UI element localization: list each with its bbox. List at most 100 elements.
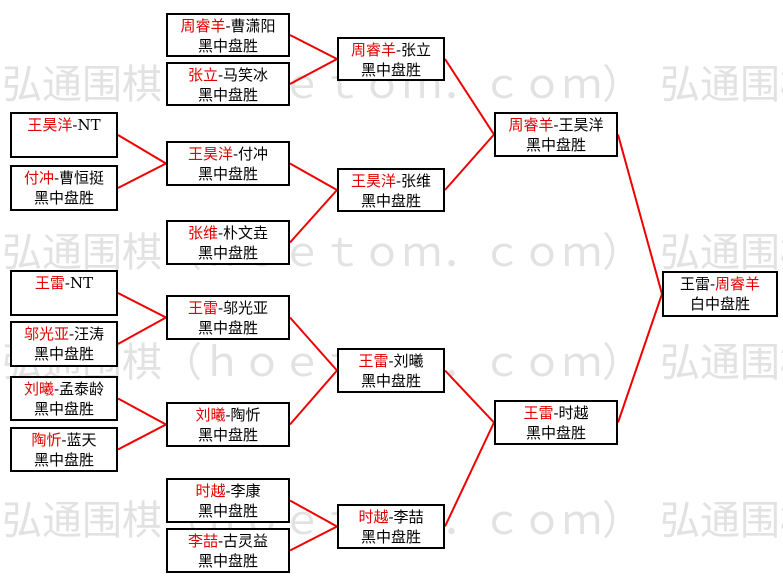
- match-box-a6: 陶忻-蓝天黑中盘胜: [10, 427, 118, 472]
- winner-name: 邬光亚: [23, 325, 69, 343]
- winner-name: 王昊洋: [350, 172, 396, 190]
- winner-name: 王昊洋: [27, 116, 73, 134]
- winner-name: 王雷: [358, 352, 389, 370]
- connector-line: [289, 58, 338, 85]
- match-box-e1: 王雷-周睿羊白中盘胜: [662, 271, 778, 317]
- match-box-b4: 张维-朴文垚黑中盘胜: [166, 220, 290, 265]
- match-players: 时越-李喆: [339, 507, 443, 527]
- connector-line: [289, 189, 338, 244]
- match-result: 黑中盘胜: [33, 400, 94, 418]
- connector-line: [444, 369, 495, 424]
- match-result: 黑中盘胜: [360, 61, 421, 79]
- player-name: -李喆: [388, 508, 424, 526]
- match-result: 黑中盘胜: [197, 319, 258, 337]
- match-result: 黑中盘胜: [197, 426, 258, 444]
- match-box-b2: 张立-马笑冰黑中盘胜: [166, 62, 290, 106]
- winner-name: 刘曦: [195, 406, 226, 424]
- match-result: 黑中盘胜: [360, 192, 421, 210]
- match-box-a1: 王昊洋-NT: [10, 112, 118, 158]
- match-result: 黑中盘胜: [525, 136, 586, 154]
- match-box-d1: 周睿羊-王昊洋黑中盘胜: [494, 112, 618, 157]
- match-result: [12, 135, 116, 155]
- match-players: 王雷-刘曦: [339, 351, 443, 371]
- match-box-c2: 王昊洋-张维黑中盘胜: [337, 168, 445, 212]
- player-name: -邬光亚: [217, 299, 269, 317]
- player-name: -王昊洋: [553, 116, 604, 134]
- match-players: 张维-朴文垚: [168, 223, 288, 243]
- match-result: 黑中盘胜: [197, 502, 258, 520]
- player-name: -付冲: [232, 145, 269, 163]
- player-name: -马笑冰: [217, 66, 269, 84]
- connector-line: [289, 369, 338, 426]
- match-players: 王雷-邬光亚: [168, 298, 288, 318]
- match-box-c4: 时越-李喆黑中盘胜: [337, 504, 445, 549]
- connector-line: [117, 397, 167, 426]
- match-box-a3: 王雷-NT: [10, 270, 118, 316]
- connector-line: [117, 316, 167, 345]
- match-box-a4: 邬光亚-汪涛黑中盘胜: [10, 321, 118, 367]
- connector-line: [444, 58, 495, 136]
- match-players: 王昊洋-NT: [12, 115, 116, 135]
- player-name: -蓝天: [61, 431, 97, 449]
- player-name: -李康: [225, 482, 261, 500]
- match-box-c3: 王雷-刘曦黑中盘胜: [337, 348, 445, 393]
- connector-line: [289, 525, 338, 552]
- player-name: -孟泰龄: [53, 380, 105, 398]
- match-players: 陶忻-蓝天: [12, 430, 116, 450]
- player-name: -曹恒挺: [53, 169, 105, 187]
- match-result: [12, 293, 116, 313]
- match-box-b3: 王昊洋-付冲黑中盘胜: [166, 141, 290, 186]
- connector-line: [289, 316, 338, 372]
- match-result: 黑中盘胜: [525, 424, 586, 442]
- match-players: 周睿羊-张立: [339, 40, 443, 60]
- connector-line: [117, 292, 167, 319]
- match-result: 黑中盘胜: [197, 165, 258, 183]
- winner-name: 陶忻: [31, 431, 62, 449]
- connector-line: [617, 134, 663, 295]
- player-name: -NT: [72, 116, 101, 134]
- match-result: 黑中盘胜: [197, 552, 258, 570]
- winner-name: 周睿羊: [350, 41, 396, 59]
- winner-name: 周睿羊: [180, 17, 226, 35]
- winner-name: 王昊洋: [187, 145, 233, 163]
- match-players: 周睿羊-曹潇阳: [168, 16, 288, 36]
- winner-name: 周睿羊: [508, 116, 554, 134]
- match-result: 黑中盘胜: [197, 86, 258, 104]
- connector-line: [289, 34, 338, 60]
- match-result: 黑中盘胜: [360, 372, 421, 390]
- connector-line: [289, 162, 338, 191]
- player-name: -陶忻: [225, 406, 261, 424]
- player-name: -古灵益: [217, 532, 269, 550]
- player-name: 王雷-: [679, 275, 716, 293]
- winner-name: 时越: [358, 508, 389, 526]
- match-box-c1: 周睿羊-张立黑中盘胜: [337, 37, 445, 81]
- match-players: 邬光亚-汪涛: [12, 324, 116, 344]
- match-result: 黑中盘胜: [197, 37, 258, 55]
- player-name: -张维: [395, 172, 432, 190]
- connector-line: [117, 134, 167, 165]
- match-box-a5: 刘曦-孟泰龄黑中盘胜: [10, 376, 118, 421]
- connector-line: [117, 162, 167, 189]
- match-players: 王昊洋-付冲: [168, 144, 288, 164]
- match-result: 白中盘胜: [689, 295, 750, 313]
- match-box-d2: 王雷-时越黑中盘胜: [494, 400, 618, 445]
- match-box-b6: 刘曦-陶忻黑中盘胜: [166, 402, 290, 447]
- match-players: 张立-马笑冰: [168, 65, 288, 85]
- match-players: 付冲-曹恒挺: [12, 168, 116, 188]
- player-name: -时越: [553, 404, 589, 422]
- match-players: 王雷-NT: [12, 273, 116, 293]
- player-name: -朴文垚: [217, 224, 269, 242]
- match-players: 刘曦-孟泰龄: [12, 379, 116, 399]
- winner-name: 付冲: [23, 169, 54, 187]
- winner-name: 时越: [195, 482, 226, 500]
- player-name: -汪涛: [68, 325, 105, 343]
- match-box-b8: 李喆-古灵益黑中盘胜: [166, 528, 290, 573]
- winner-name: 周睿羊: [715, 275, 761, 293]
- connector-line: [289, 499, 338, 528]
- match-players: 刘曦-陶忻: [168, 405, 288, 425]
- player-name: -刘曦: [388, 352, 424, 370]
- player-name: -曹潇阳: [225, 17, 276, 35]
- winner-name: 李喆: [187, 532, 218, 550]
